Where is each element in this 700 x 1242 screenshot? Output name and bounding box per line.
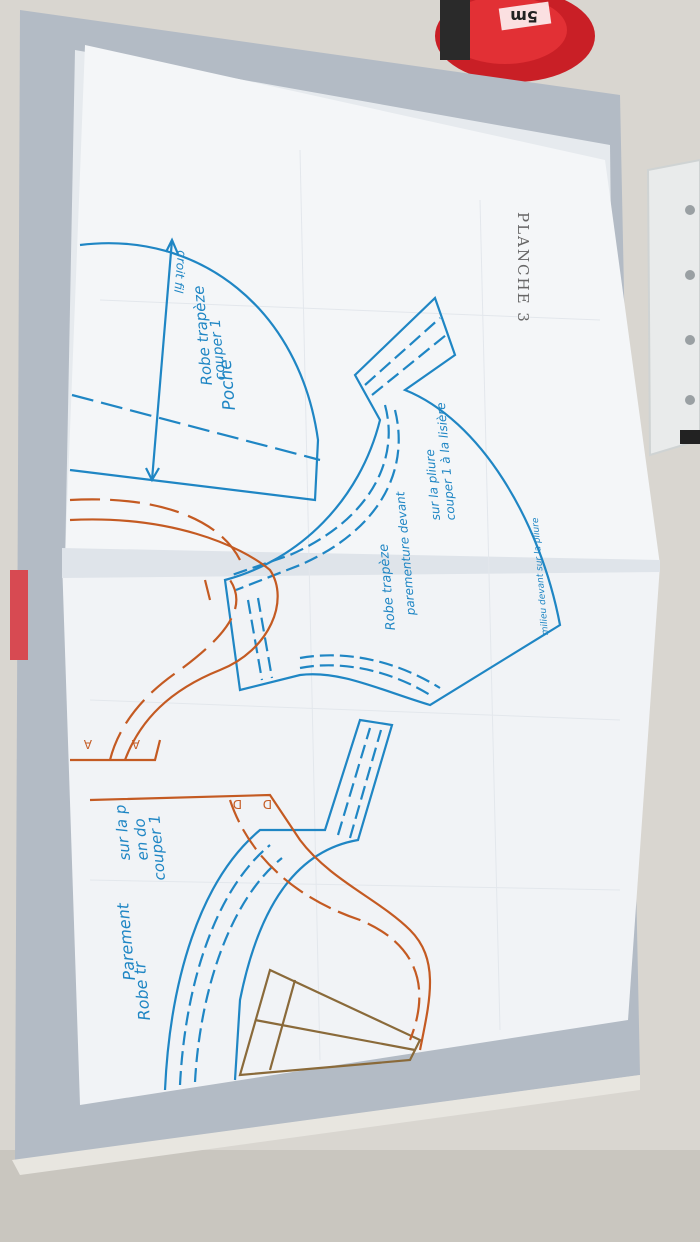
sur-la-pliure: sur la pliure xyxy=(423,449,443,521)
en-do-left: en do xyxy=(130,818,152,862)
poche-piece xyxy=(69,242,320,502)
blue-pattern-lines xyxy=(69,237,562,1091)
table-shadow xyxy=(0,1150,700,1242)
droit-fil-label: droit fil xyxy=(171,250,189,295)
mark-d1: D xyxy=(233,797,242,811)
acrylic-stand xyxy=(646,158,700,457)
pattern-sheet-top xyxy=(65,45,660,565)
poche-title: Poche xyxy=(216,359,240,412)
droit-fil-arrow xyxy=(150,239,174,481)
measuring-tape: 5m xyxy=(435,0,595,82)
mark-a1: A xyxy=(83,737,92,751)
tape-label: 5m xyxy=(510,7,538,26)
couper-1-left: couper 1 xyxy=(145,814,169,881)
mark-d2: D xyxy=(263,797,272,811)
mark-a2: A xyxy=(131,737,140,751)
poche-cut: couper 1 xyxy=(208,318,229,381)
orange-pattern-lines xyxy=(69,498,432,1051)
faint-grid xyxy=(89,149,621,1061)
planche-title: PLANCHE 3 xyxy=(514,212,532,324)
sur-la-left: sur la p xyxy=(111,804,134,861)
page-fold xyxy=(62,548,660,578)
